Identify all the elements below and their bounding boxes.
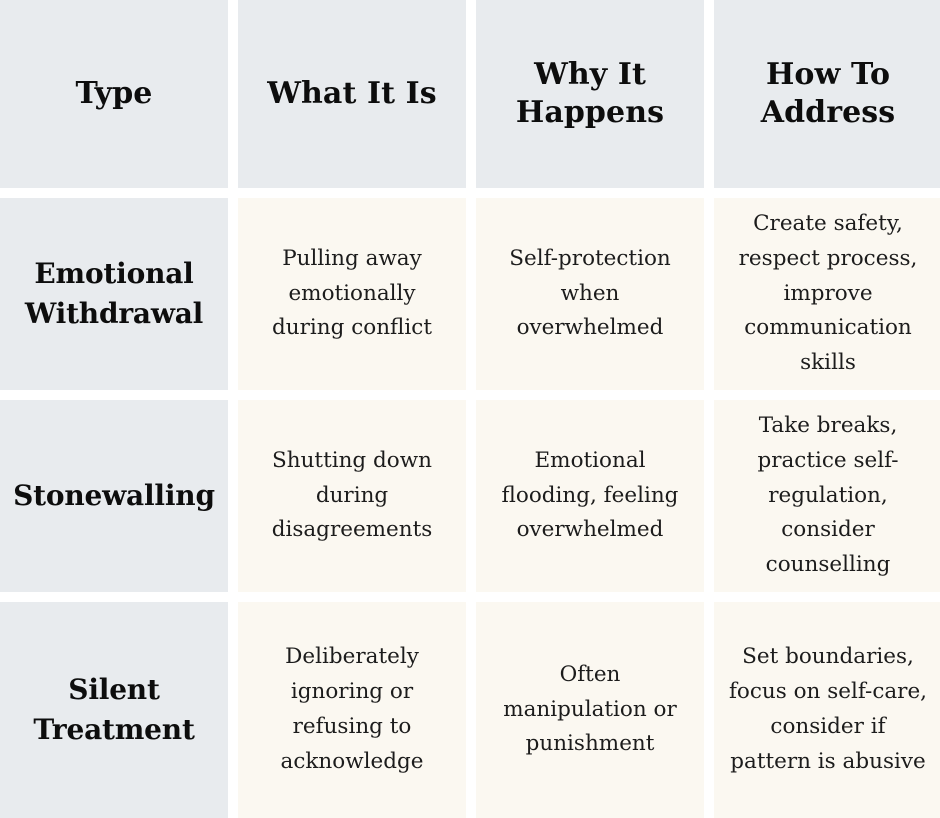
column-header-what-it-is: What It Is [238,0,466,188]
table-row-3-what-it-is: Deliberately ignoring or refusing to ack… [238,602,466,818]
table-row-2-why-it-happens-text: Emotional flooding, feeling overwhelmed [501,447,679,543]
table-row-2-what-it-is-text: Shutting down during disagreements [271,447,433,543]
table-row-3-what-it-is-text: Deliberately ignoring or refusing to ack… [280,644,424,774]
table-row-1-how-to-address: Create safety, respect process, improve … [714,198,940,390]
table-row-3-why-it-happens-text: Often manipulation or punishment [503,661,677,757]
column-header-what-it-is-label: What It Is [267,75,437,111]
table-row-3-why-it-happens: Often manipulation or punishment [476,602,704,818]
table-row-2-how-to-address: Take breaks, practice self-regulation, c… [714,400,940,592]
table-row-2-what-it-is: Shutting down during disagreements [238,400,466,592]
table-row-1-why-it-happens-text: Self-protection when overwhelmed [509,245,671,341]
table-row-3-how-to-address: Set boundaries, focus on self-care, cons… [714,602,940,818]
column-header-type: Type [0,0,228,188]
table-row-3-how-to-address-text: Set boundaries, focus on self-care, cons… [728,644,928,774]
column-header-type-label: Type [75,75,153,111]
table-row-2-type: Stonewalling [0,400,228,592]
table-row-1-what-it-is: Pulling away emotionally during conflict [238,198,466,390]
table-row-1-why-it-happens: Self-protection when overwhelmed [476,198,704,390]
table-row-1-how-to-address-text: Create safety, respect process, improve … [738,210,918,376]
table-row-1-what-it-is-text: Pulling away emotionally during conflict [272,245,432,341]
table-row-2-why-it-happens: Emotional flooding, feeling overwhelmed [476,400,704,592]
table-row-2-type-label: Stonewalling [13,479,215,513]
table-row-2-how-to-address-text: Take breaks, practice self-regulation, c… [757,412,899,578]
